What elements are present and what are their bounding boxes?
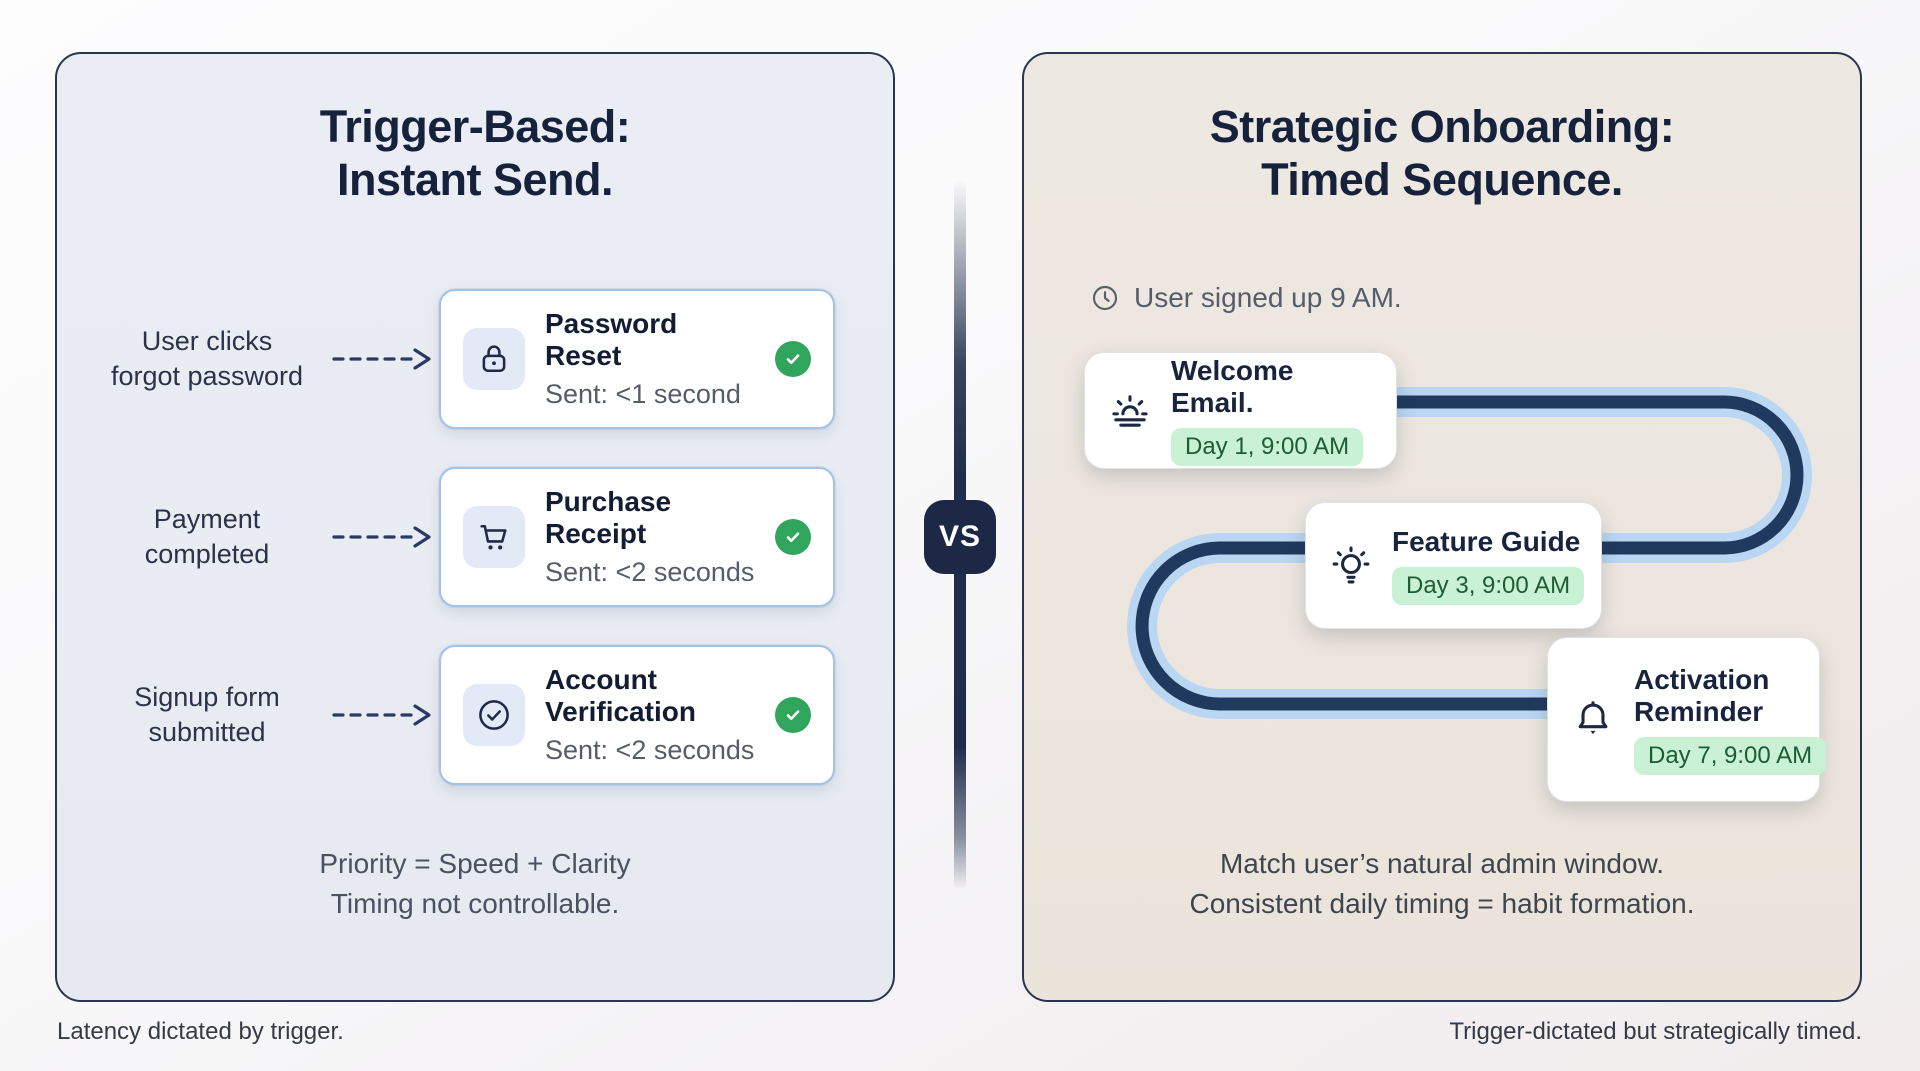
cart-icon <box>463 506 525 568</box>
vs-badge: VS <box>924 500 996 574</box>
trigger-label: Signup form submitted <box>134 681 280 747</box>
signup-note-text: User signed up 9 AM. <box>1134 282 1402 313</box>
email-card-password-reset: Password Reset Sent: <1 second <box>439 289 835 429</box>
step-card-activation-reminder: Activation Reminder Day 7, 9:00 AM <box>1547 637 1827 802</box>
left-caption: Latency dictated by trigger. <box>57 1018 344 1045</box>
step-title: Activation Reminder <box>1634 663 1770 727</box>
email-card-text: Purchase Receipt Sent: <2 seconds <box>545 486 755 588</box>
dashed-arrow-icon <box>327 701 439 729</box>
dashed-arrow-icon <box>327 523 439 551</box>
step-card-welcome-email: Welcome Email. Day 1, 9:00 AM <box>1084 352 1397 469</box>
email-card-title: Purchase Receipt <box>545 486 672 549</box>
trigger-row-account-verification: Signup form submitted Account Verificati… <box>87 645 835 785</box>
step-title: Welcome Email. <box>1171 354 1294 418</box>
left-panel-footer: Priority = Speed + Clarity Timing not co… <box>319 848 631 919</box>
strategic-onboarding-panel: Strategic Onboarding: Timed Sequence. Us… <box>1022 52 1862 1002</box>
dashed-arrow-icon <box>327 345 439 373</box>
trigger-row-purchase-receipt: Payment completed Purchase Receipt Sent:… <box>87 467 835 607</box>
email-card-text: Account Verification Sent: <2 seconds <box>545 664 755 766</box>
left-panel-title: Trigger-Based: Instant Send. <box>319 101 631 206</box>
step-content: Welcome Email. Day 1, 9:00 AM <box>1171 354 1374 467</box>
step-content: Activation Reminder Day 7, 9:00 AM <box>1634 663 1827 776</box>
check-circle-icon <box>775 519 811 555</box>
email-card-subtitle: Sent: <1 second <box>545 379 741 409</box>
step-schedule-badge: Day 7, 9:00 AM <box>1634 737 1827 776</box>
check-circle-icon <box>775 697 811 733</box>
email-card-subtitle: Sent: <2 seconds <box>545 557 755 587</box>
step-card-feature-guide: Feature Guide Day 3, 9:00 AM <box>1305 502 1602 629</box>
trigger-based-panel: Trigger-Based: Instant Send. User clicks… <box>55 52 895 1002</box>
step-content: Feature Guide Day 3, 9:00 AM <box>1392 525 1585 606</box>
email-card-title: Password Reset <box>545 308 678 371</box>
right-caption: Trigger-dictated but strategically timed… <box>1449 1018 1862 1045</box>
bell-icon <box>1570 697 1616 743</box>
step-title: Feature Guide <box>1392 525 1581 557</box>
email-card-subtitle: Sent: <2 seconds <box>545 735 755 765</box>
step-schedule-badge: Day 3, 9:00 AM <box>1392 567 1585 606</box>
timeline-path <box>1127 387 1812 719</box>
check-circle-icon <box>775 341 811 377</box>
email-card-text: Password Reset Sent: <1 second <box>545 308 755 410</box>
email-card-title: Account Verification <box>545 664 696 727</box>
sunrise-icon <box>1107 388 1153 434</box>
trigger-label: User clicks forgot password <box>110 325 304 391</box>
trigger-label: Payment completed <box>144 503 270 569</box>
signup-note: User signed up 9 AM. <box>1090 282 1402 314</box>
email-card-account-verification: Account Verification Sent: <2 seconds <box>439 645 835 785</box>
lock-icon <box>463 328 525 390</box>
right-panel-footer: Match user’s natural admin window. Consi… <box>1189 848 1695 919</box>
right-panel-title: Strategic Onboarding: Timed Sequence. <box>1209 101 1675 206</box>
step-schedule-badge: Day 1, 9:00 AM <box>1171 428 1364 467</box>
lightbulb-icon <box>1328 543 1374 589</box>
clock-icon <box>1090 283 1120 313</box>
trigger-row-password-reset: User clicks forgot password Password Res… <box>87 289 835 429</box>
email-card-purchase-receipt: Purchase Receipt Sent: <2 seconds <box>439 467 835 607</box>
verified-icon <box>463 684 525 746</box>
